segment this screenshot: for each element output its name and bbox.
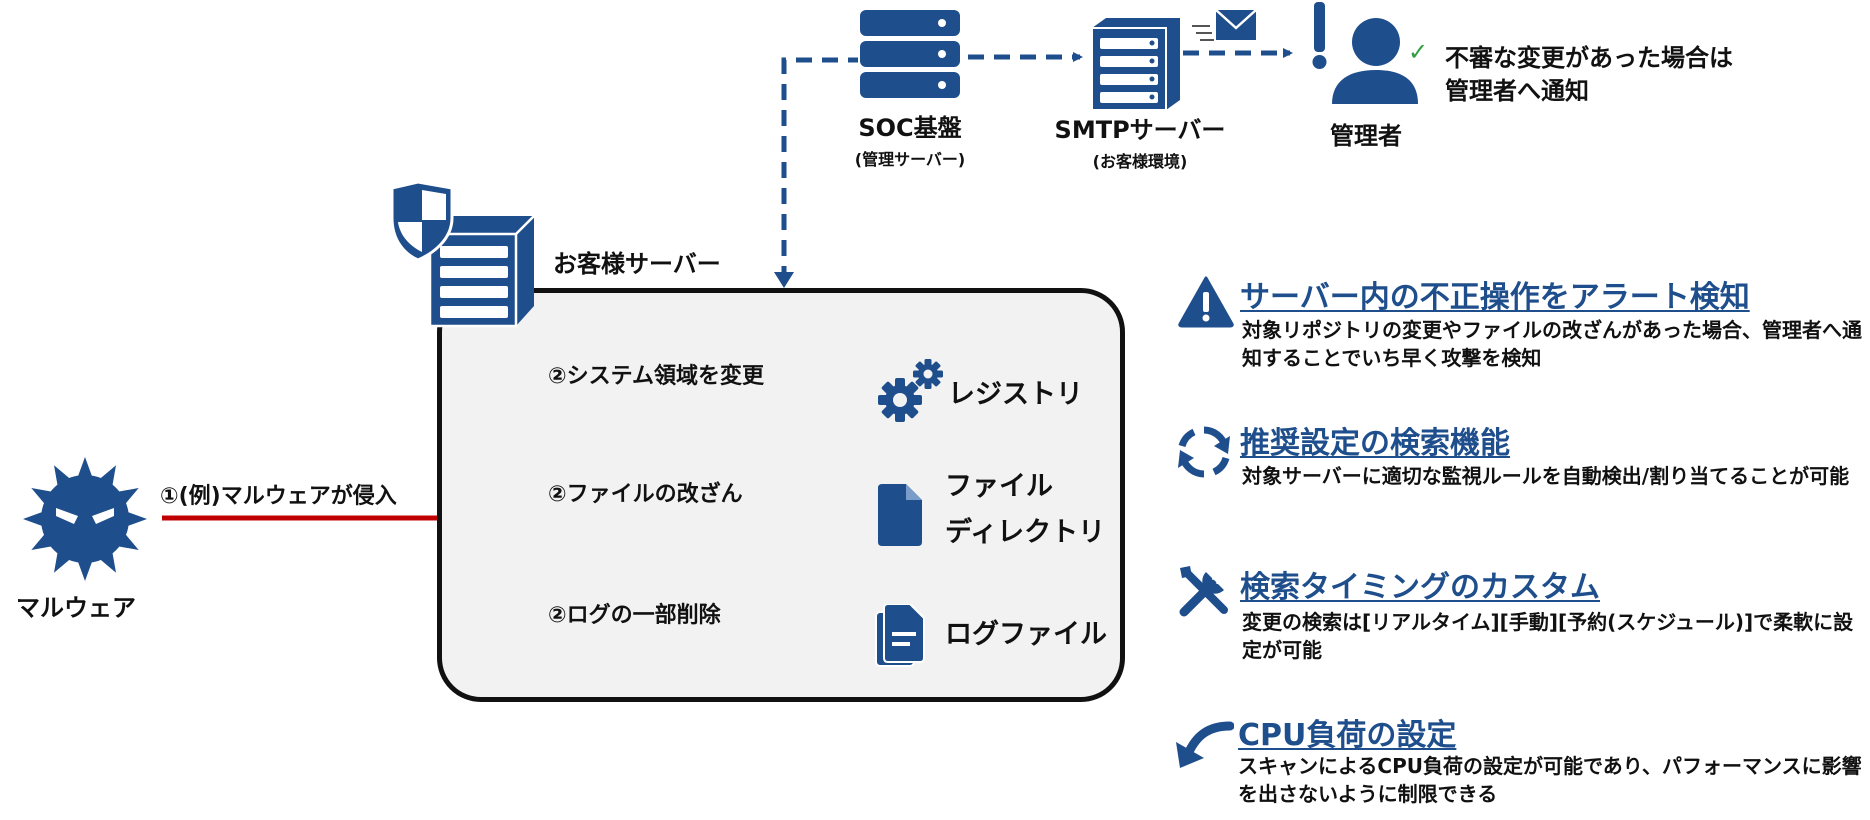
warning-icon [1178, 276, 1234, 328]
action-label: ②ファイルの改ざん [548, 482, 743, 507]
customer-server-title: お客様サーバー [553, 250, 721, 278]
target-label: レジストリ [948, 379, 1083, 410]
log-file-icon [875, 604, 925, 667]
intrusion-label: ①(例)マルウェアが侵入 [160, 484, 397, 509]
smtp-title: SMTPサーバー [1054, 116, 1226, 144]
person-alert-icon [1312, 2, 1418, 104]
feature-desc: 対象リポジトリの変更やファイルの改ざんがあった場合、管理者へ通知することでいち早… [1242, 318, 1862, 370]
target-label: ディレクトリ [945, 517, 1106, 548]
feature-desc: 対象サーバーに適切な監視ルールを自動検出/割り当てることが可能 [1242, 464, 1850, 488]
down-arrow-icon [1176, 721, 1234, 768]
tools-icon [1179, 566, 1228, 617]
target-label: ログファイル [945, 619, 1107, 650]
virus-icon [23, 457, 147, 581]
action-label: ②システム領域を変更 [548, 364, 764, 389]
admin-note-line1: 不審な変更があった場合は [1445, 44, 1733, 72]
feature-desc: スキャンによるCPU負荷の設定が可能であり、パフォーマンスに影響を出さないように… [1238, 754, 1862, 806]
admin-title: 管理者 [1330, 122, 1402, 150]
soc-title: SOC基盤 [858, 114, 962, 142]
server-tower-icon [1091, 18, 1180, 111]
admin-note-line2: 管理者へ通知 [1445, 77, 1589, 105]
refresh-icon [1178, 426, 1230, 478]
feature-title: 推奨設定の検索機能 [1240, 426, 1510, 461]
malware-title: マルウェア [16, 594, 136, 622]
smtp-node [1090, 14, 1186, 116]
envelope-icon [1192, 9, 1257, 41]
feature-title: サーバー内の不正操作をアラート検知 [1240, 280, 1750, 315]
check-icon: ✓ [1408, 38, 1429, 66]
soc-node [840, 8, 980, 100]
feature-title: CPU負荷の設定 [1238, 718, 1457, 753]
soc-link-arrow [781, 57, 858, 282]
shield-server-icon [390, 182, 535, 328]
gears-icon [878, 359, 943, 422]
server-stack-icon [860, 10, 960, 98]
soc-down-head [774, 272, 794, 288]
action-label: ②ログの一部削除 [548, 603, 721, 628]
feature-desc: 変更の検索は[リアルタイム][手動][予約(スケジュール)]で柔軟に設定が可能 [1242, 610, 1854, 662]
smtp-subtitle: (お客様環境) [1092, 152, 1188, 171]
customer-server-box [437, 288, 1125, 702]
feature-title: 検索タイミングのカスタム [1240, 570, 1600, 605]
soc-subtitle: (管理サーバー) [854, 150, 966, 169]
file-icon [878, 484, 922, 546]
target-label: ファイル [945, 471, 1053, 502]
